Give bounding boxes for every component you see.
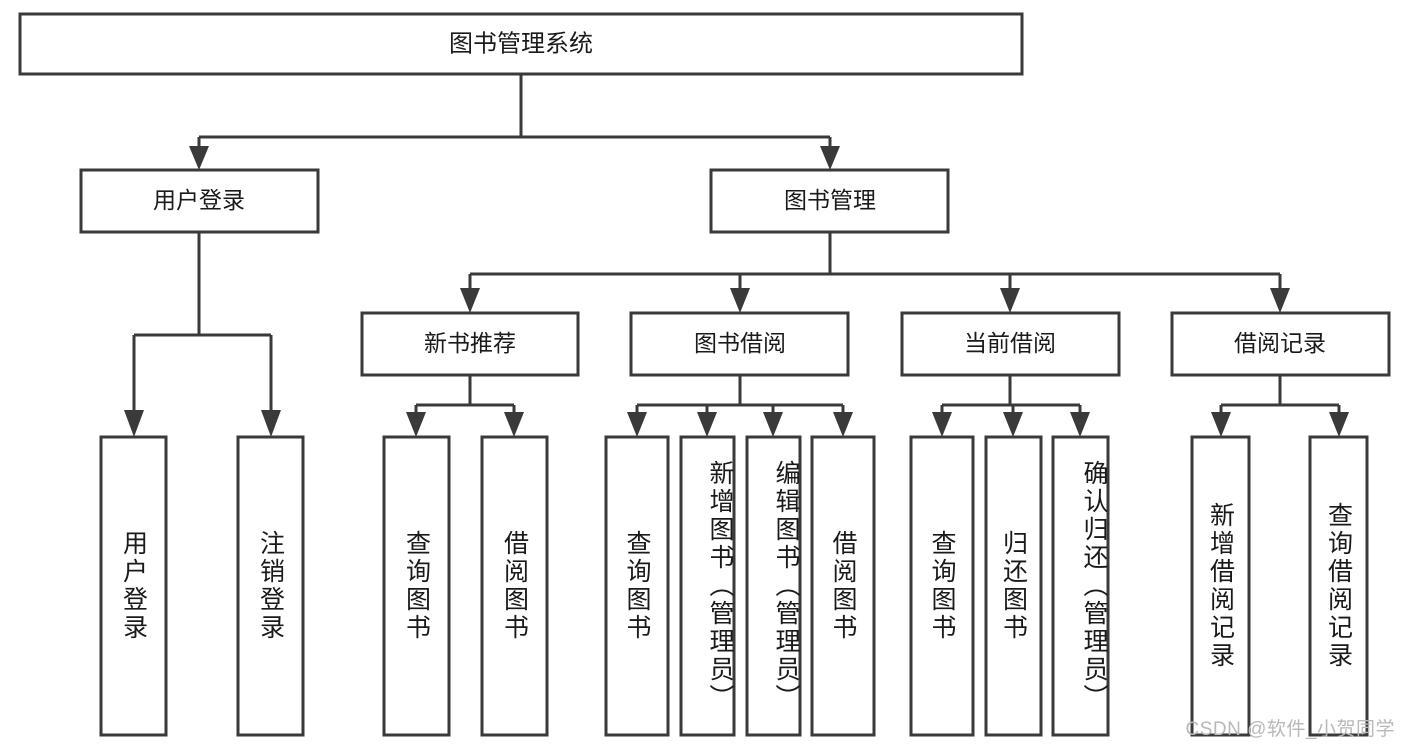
leaf-borrow-book-2-box[interactable]	[810, 435, 876, 737]
node-book-management-box[interactable]	[709, 168, 950, 234]
leaf-query-book-3-box[interactable]	[909, 435, 975, 737]
arrow-to-leaf-borrow-book-2	[833, 412, 853, 437]
arrow-to-leaf-add-book	[697, 412, 717, 437]
arrow-to-leaf-edit-book	[763, 412, 783, 437]
node-current-borrow-label: 当前借阅	[964, 330, 1056, 356]
leaf-add-record-box[interactable]	[1190, 435, 1251, 737]
leaf-confirm-return-box[interactable]	[1051, 435, 1110, 737]
arrow-to-leaf-borrow-book-1	[504, 412, 524, 437]
node-book-management-label: 图书管理	[784, 187, 876, 213]
arrow-to-leaf-confirm-return	[1070, 412, 1090, 437]
leaf-return-book-box[interactable]	[984, 435, 1043, 737]
arrow-to-borrow-record	[1270, 288, 1290, 313]
node-new-book-recommend[interactable]: 新书推荐	[360, 311, 580, 377]
leaf-logout-box[interactable]	[236, 435, 305, 737]
node-book-borrow-label: 图书借阅	[694, 330, 786, 356]
node-new-book-recommend-box[interactable]	[360, 311, 580, 377]
arrow-to-leaf-query-book-1	[406, 412, 426, 437]
watermark-text: CSDN @软件_小贺同学	[1185, 719, 1395, 740]
node-borrow-record[interactable]: 借阅记录	[1170, 311, 1391, 377]
arrow-to-user-login	[189, 146, 209, 170]
node-user-login[interactable]: 用户登录	[79, 168, 320, 234]
leaf-user-login-box[interactable]	[99, 435, 168, 737]
node-book-management[interactable]: 图书管理	[709, 168, 950, 234]
node-new-book-recommend-label: 新书推荐	[424, 330, 516, 356]
node-borrow-record-box[interactable]	[1170, 311, 1391, 377]
title-node-label: 图书管理系统	[449, 30, 593, 57]
arrow-to-new-book-recommend	[460, 288, 480, 313]
arrow-to-leaf-logout	[261, 410, 281, 437]
arrow-to-book-management	[820, 146, 840, 170]
leaf-borrow-book-1-box[interactable]	[480, 435, 549, 737]
arrow-to-book-borrow	[730, 288, 750, 313]
title-node[interactable]: 图书管理系统	[18, 12, 1024, 76]
connectors-group	[124, 74, 1349, 437]
node-current-borrow-box[interactable]	[900, 311, 1121, 377]
arrow-to-current-borrow	[1000, 288, 1020, 313]
arrow-to-leaf-user-login	[124, 410, 144, 437]
node-user-login-label: 用户登录	[153, 187, 245, 213]
leaf-query-record-box[interactable]	[1308, 435, 1369, 737]
arrow-to-leaf-query-book-3	[932, 412, 952, 437]
leaf-add-book-box[interactable]	[679, 435, 736, 737]
node-book-borrow-box[interactable]	[629, 311, 850, 377]
leaf-edit-book-box[interactable]	[745, 435, 802, 737]
node-borrow-record-label: 借阅记录	[1234, 330, 1326, 356]
node-current-borrow[interactable]: 当前借阅	[900, 311, 1121, 377]
node-book-borrow[interactable]: 图书借阅	[629, 311, 850, 377]
arrow-to-leaf-query-record	[1329, 412, 1349, 437]
leaf-boxes-group	[99, 435, 1369, 737]
arrow-to-leaf-add-record	[1211, 412, 1231, 437]
leaf-query-book-2-box[interactable]	[604, 435, 670, 737]
title-node-box[interactable]	[18, 12, 1024, 76]
node-user-login-box[interactable]	[79, 168, 320, 234]
arrow-to-leaf-return-book	[1003, 412, 1023, 437]
leaf-query-book-1-box[interactable]	[382, 435, 451, 737]
arrow-to-leaf-query-book-2	[627, 412, 647, 437]
